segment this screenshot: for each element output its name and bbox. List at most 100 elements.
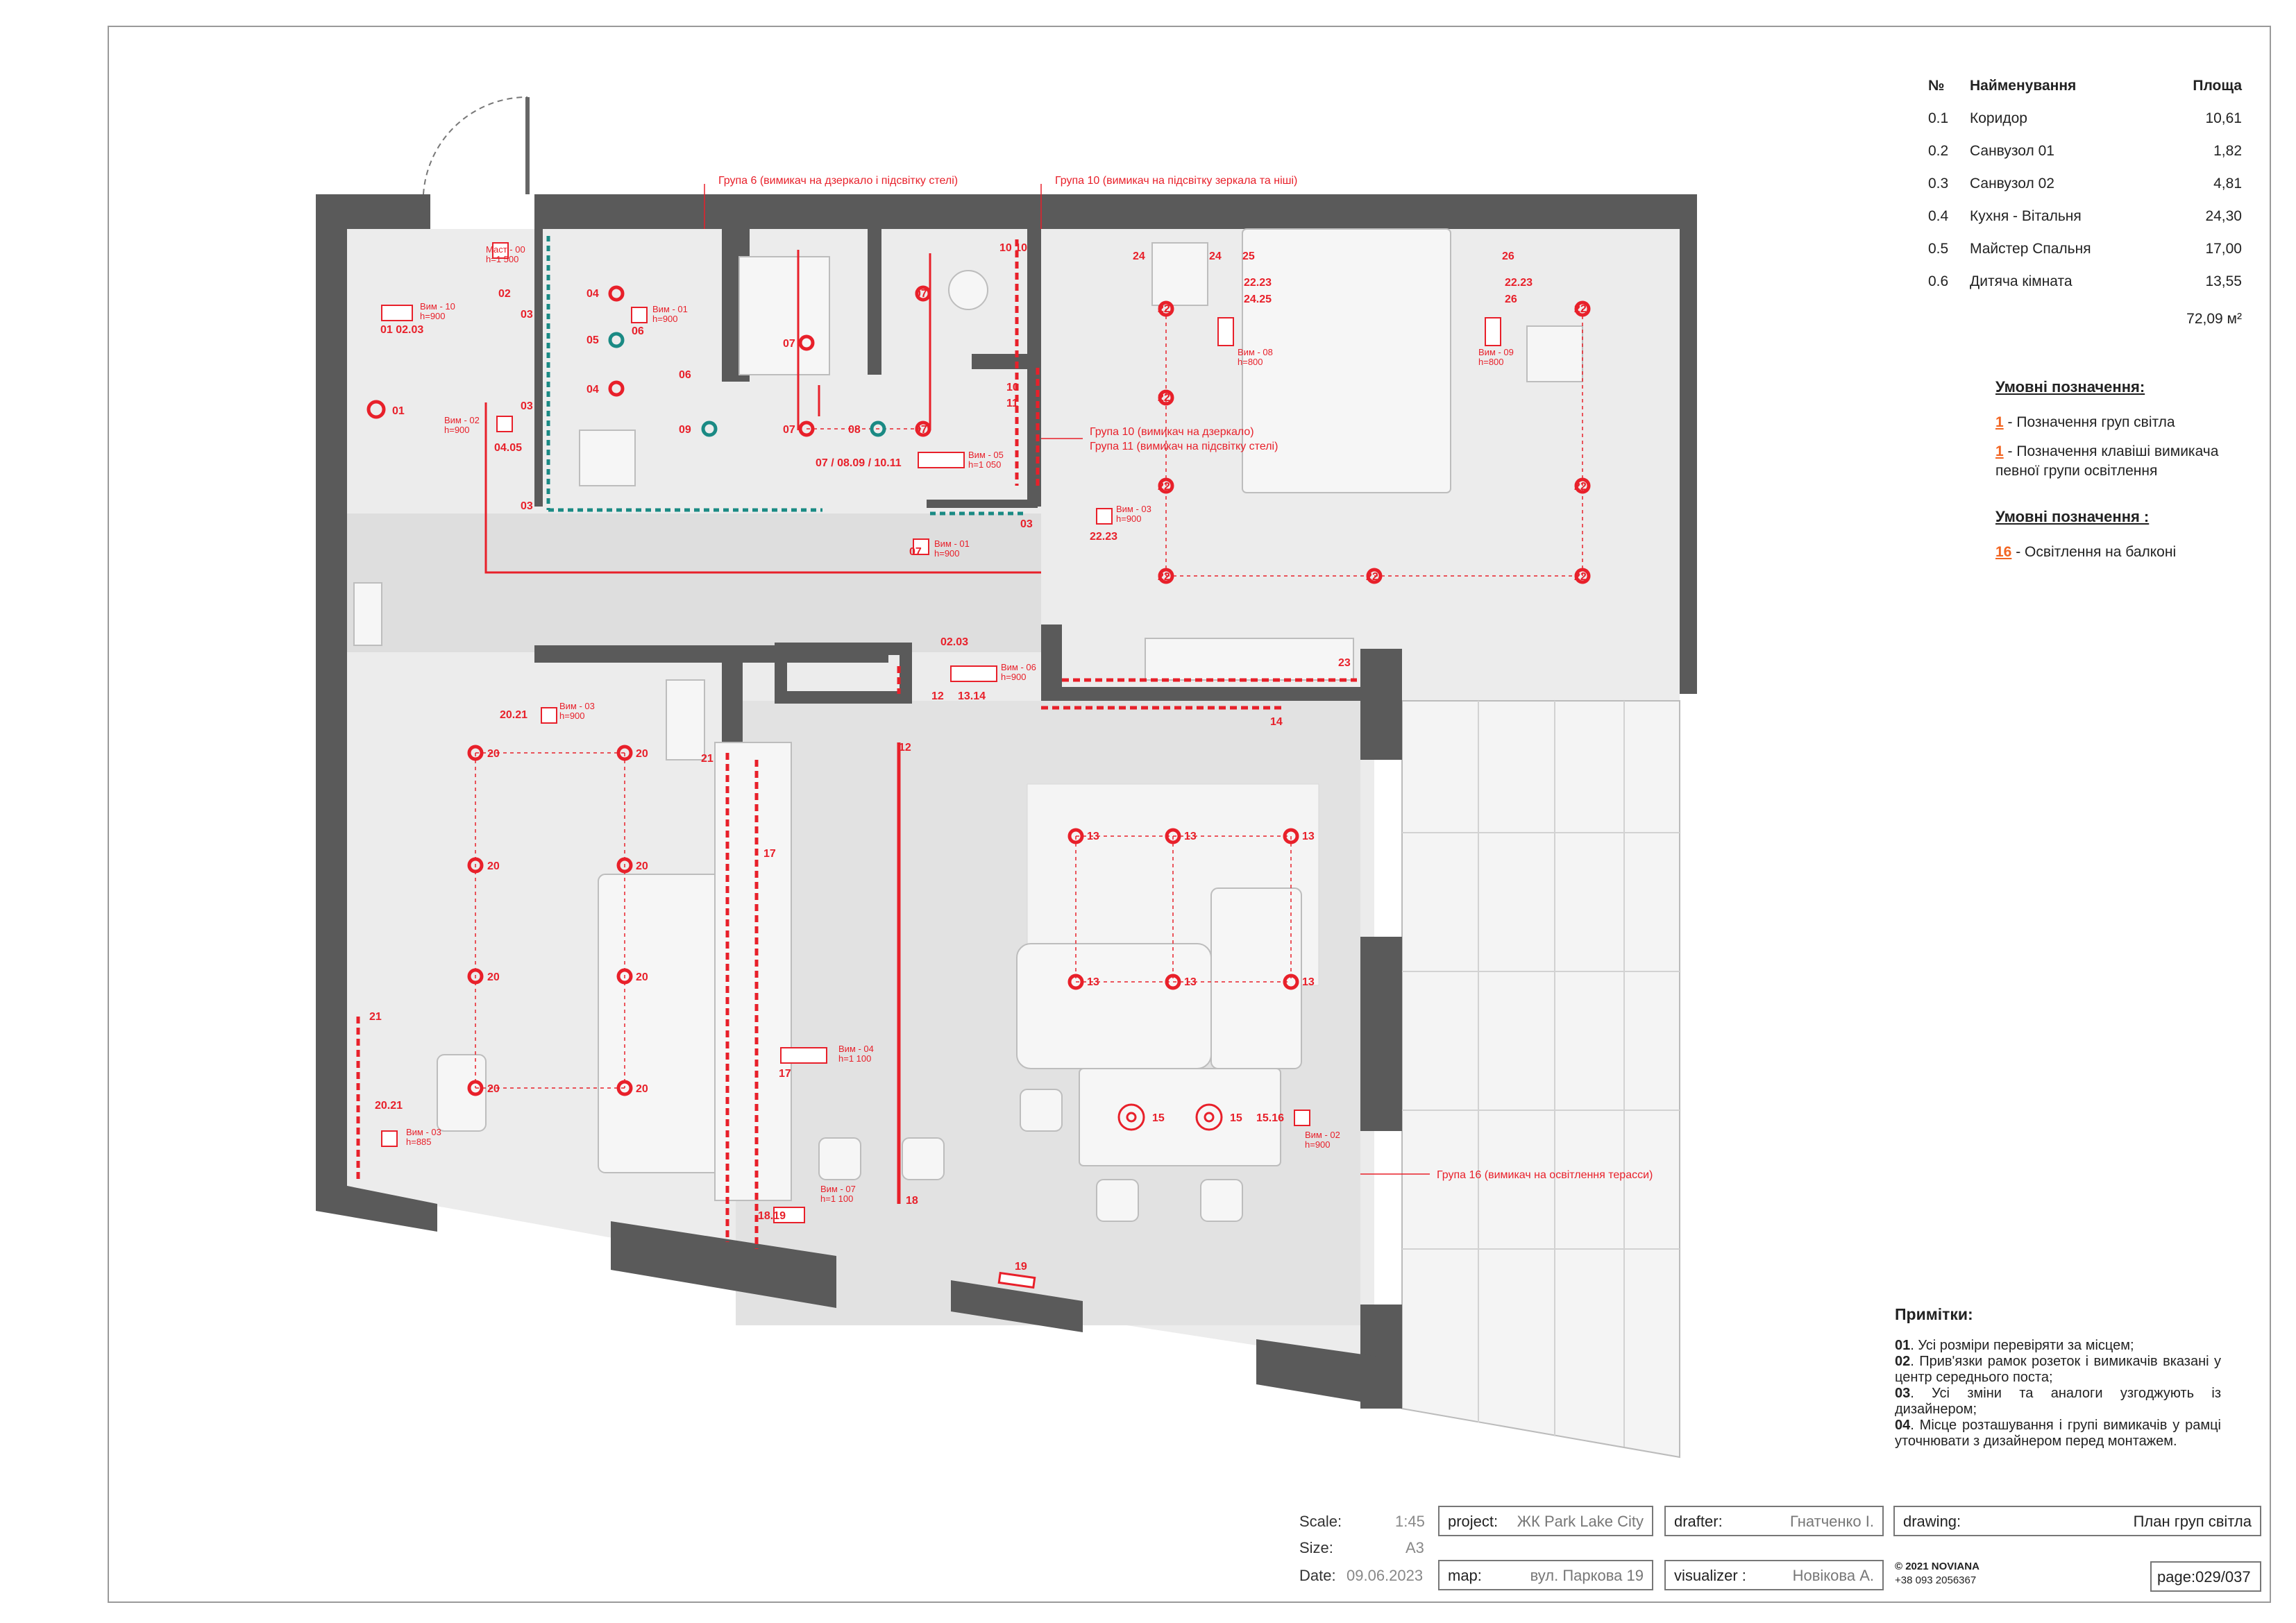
label: 13 xyxy=(1184,976,1197,988)
label: 02 xyxy=(498,288,511,300)
label: 01 02.03 xyxy=(380,324,423,336)
drafter-label: drafter: xyxy=(1674,1513,1723,1530)
note-text: . Усі розміри перевіряти за місцем; xyxy=(1910,1338,2134,1353)
switch-height: h=800 xyxy=(1478,357,1504,367)
walls xyxy=(316,194,1697,1409)
label: 15 xyxy=(1230,1112,1242,1124)
date-label: Date: xyxy=(1299,1567,1336,1584)
legend-num: 1 xyxy=(1995,414,2004,430)
annotation-group10-top: Група 10 (вимикач на підсвітку зеркала т… xyxy=(1055,175,1297,187)
switch-height: h=885 xyxy=(406,1137,432,1147)
label: 03 xyxy=(521,309,533,321)
legend-balcony: Умовні позначення : 16 - Освітлення на б… xyxy=(1995,508,2231,561)
room-name: Санвузол 01 xyxy=(1970,143,2054,159)
note-item: 03. Усі зміни та аналоги узгоджують із д… xyxy=(1895,1386,2221,1418)
label: 07 xyxy=(915,424,927,436)
label: 17 xyxy=(763,848,776,860)
label: 06 xyxy=(679,369,691,381)
label: 24.25 xyxy=(1244,294,1272,305)
note-item: 01. Усі розміри перевіряти за місцем; xyxy=(1895,1338,2221,1354)
note-number: 04 xyxy=(1895,1418,1911,1433)
visualizer-field: visualizer : Новікова А. xyxy=(1664,1560,1884,1590)
switch-height: h=1 500 xyxy=(486,254,518,264)
label: 07 xyxy=(909,546,922,558)
terrace-tiles xyxy=(1402,701,1680,1447)
room-area: 1,82 xyxy=(2213,143,2242,159)
room-name: Кухня - Вітальня xyxy=(1970,208,2082,224)
annotation-group6: Група 6 (вимикач на дзеркало і підсвітку… xyxy=(718,175,958,187)
balcony-light xyxy=(997,1271,1036,1289)
label: 11 xyxy=(1006,398,1018,409)
label: 25 xyxy=(1242,250,1255,262)
switch-boxes xyxy=(381,242,1501,1223)
note-item: 02. Прив'язки рамок розеток і вимикачів … xyxy=(1895,1354,2221,1386)
room-no: 0.5 xyxy=(1928,241,1949,257)
switch-label: Вим - 01 xyxy=(934,538,970,549)
drawing-label: drawing: xyxy=(1903,1513,1961,1530)
label: 22 xyxy=(1158,571,1170,583)
visualizer-label: visualizer : xyxy=(1674,1567,1746,1584)
corridor-floor xyxy=(347,513,1041,652)
legend-num: 16 xyxy=(1995,544,2012,560)
label: 20 xyxy=(636,748,648,760)
annotation-group11: Група 11 (вимикач на підсвітку стелі) xyxy=(1090,441,1278,452)
label: 20.21 xyxy=(375,1100,403,1112)
switch-height: h=900 xyxy=(559,711,585,721)
teal-trims xyxy=(546,236,1027,516)
switch-label: Вим - 05 xyxy=(968,450,1004,460)
entry-door-swing xyxy=(423,96,528,195)
label: 19 xyxy=(1015,1261,1027,1273)
area-table-header: № Найменування Площа xyxy=(1909,78,2242,110)
switch-label: Маст - 00 xyxy=(486,244,525,255)
group-annotations: Група 6 (вимикач на дзеркало і підсвітку… xyxy=(718,175,1653,1181)
map-label: map: xyxy=(1448,1567,1482,1584)
furniture xyxy=(353,228,1583,1222)
label: 21 xyxy=(369,1011,382,1023)
label: 20 xyxy=(487,860,500,872)
label: 10 xyxy=(1006,382,1019,393)
switch-height: h=800 xyxy=(1238,357,1263,367)
switch-label: Вим - 04 xyxy=(838,1044,874,1054)
drawing-frame xyxy=(108,26,2271,1603)
note-text: . Усі зміни та аналоги узгоджують із диз… xyxy=(1895,1386,2221,1417)
switch-label: Вим - 03 xyxy=(559,701,595,711)
switch-label: Вим - 08 xyxy=(1238,347,1273,357)
switch-label: Вим - 03 xyxy=(406,1127,441,1137)
label: 04.05 xyxy=(494,442,522,454)
label: 07 xyxy=(783,338,795,350)
label: 13 xyxy=(1302,976,1315,988)
switch-height: h=1 100 xyxy=(820,1193,853,1204)
label: 20 xyxy=(487,748,500,760)
label: 26 xyxy=(1505,294,1517,305)
size-label: Size: xyxy=(1299,1539,1333,1556)
note-number: 01 xyxy=(1895,1338,1911,1353)
label: 10 10 xyxy=(999,242,1027,254)
room-no: 0.6 xyxy=(1928,273,1949,289)
label: 15.16 xyxy=(1256,1112,1284,1124)
label: 22.23 xyxy=(1090,531,1117,543)
label: 09 xyxy=(679,424,691,436)
annotation-group10-mid: Група 10 (вимикач на дзеркало) xyxy=(1090,426,1254,438)
label: 13 xyxy=(1302,831,1315,842)
note-item: 04. Місце розташування і групі вимикачів… xyxy=(1895,1418,2221,1450)
label: 07 xyxy=(783,424,795,436)
label: 07 / 08.09 / 10.11 xyxy=(816,457,902,469)
label: 03 xyxy=(1020,518,1033,530)
label: 24 xyxy=(1133,250,1145,262)
switch-height: h=900 xyxy=(652,314,678,324)
switch-label: Вим - 02 xyxy=(1305,1130,1340,1140)
label: 03 xyxy=(521,400,533,412)
switch-height: h=1 100 xyxy=(838,1053,871,1064)
label: 04 xyxy=(586,288,599,300)
label: 12 xyxy=(931,690,944,702)
room-no: 0.4 xyxy=(1928,208,1949,224)
note-text: . Місце розташування і групі вимикачів у… xyxy=(1895,1418,2221,1449)
label: 15 xyxy=(1152,1112,1165,1124)
annotation-leaders xyxy=(704,184,1430,1175)
note-number: 02 xyxy=(1895,1354,1911,1369)
legend-item: 1 - Позначення груп світла xyxy=(1995,414,2231,431)
room-area: 10,61 xyxy=(2205,110,2242,126)
